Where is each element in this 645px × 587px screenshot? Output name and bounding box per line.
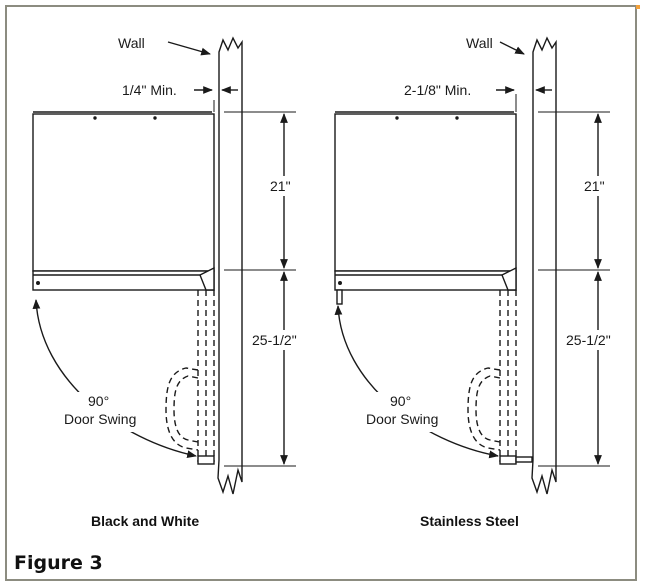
right-caption: Stainless Steel: [420, 513, 519, 529]
right-upper-dim: 21": [584, 178, 605, 194]
frame-corner-accent: [636, 5, 640, 9]
right-cabinet: [334, 113, 517, 272]
left-swing-angle: 90°: [88, 393, 109, 409]
right-door: [334, 270, 517, 291]
right-panel: [334, 36, 610, 495]
left-swing-label: Door Swing: [64, 411, 136, 427]
left-swing-arc: [32, 299, 197, 459]
left-wall-label: Wall: [118, 35, 145, 51]
right-clearance-label: 2-1/8" Min.: [404, 82, 471, 98]
left-door-open: [165, 290, 215, 462]
figure-label: Figure 3: [14, 552, 103, 574]
left-clearance-label: 1/4" Min.: [122, 82, 177, 98]
right-door-open: [467, 290, 517, 462]
right-swing-label: Door Swing: [366, 411, 438, 427]
right-wall-label: Wall: [466, 35, 493, 51]
left-cabinet: [32, 113, 215, 272]
right-swing-angle: 90°: [390, 393, 411, 409]
left-door: [32, 270, 215, 291]
left-lower-dim: 25-1/2": [252, 332, 297, 348]
left-caption: Black and White: [91, 513, 199, 529]
left-upper-dim: 21": [270, 178, 291, 194]
right-wall: [531, 36, 557, 495]
left-wall: [217, 36, 243, 495]
left-panel: [32, 36, 296, 495]
right-lower-dim: 25-1/2": [566, 332, 611, 348]
figure-frame: [5, 5, 637, 581]
right-swing-arc: [334, 305, 499, 459]
